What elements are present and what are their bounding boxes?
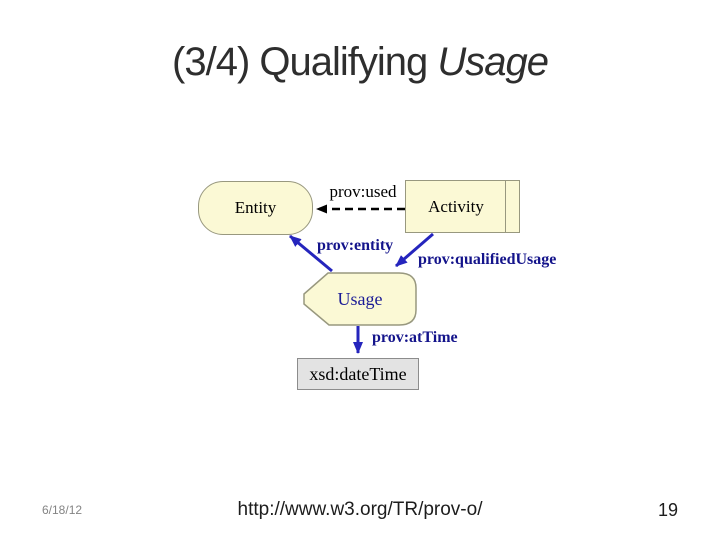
node-activity: Activity bbox=[405, 180, 520, 233]
edge-entity-arrow bbox=[289, 234, 333, 273]
node-usage-shape bbox=[303, 272, 417, 326]
title-emphasis: Usage bbox=[437, 40, 549, 84]
slide-title: (3/4) Qualifying Usage bbox=[0, 40, 720, 85]
edge-qualified-usage-label: prov:qualifiedUsage bbox=[418, 251, 557, 268]
node-usage-label: Usage bbox=[337, 288, 383, 309]
edge-used-label: prov:used bbox=[329, 182, 397, 201]
diagram-arrows bbox=[289, 204, 434, 354]
footer-date: 6/18/12 bbox=[42, 503, 83, 517]
node-activity-label: Activity bbox=[428, 196, 484, 216]
footer-url: http://www.w3.org/TR/prov-o/ bbox=[237, 499, 483, 520]
activity-side-bar bbox=[505, 181, 506, 232]
edge-entity-label: prov:entity bbox=[317, 237, 394, 254]
usage-shape-path bbox=[303, 272, 417, 326]
footer-page-number: 19 bbox=[657, 500, 678, 520]
node-entity-label: Entity bbox=[234, 198, 277, 217]
edge-qualified-usage-arrow bbox=[395, 232, 434, 268]
edge-at-time-label: prov:atTime bbox=[372, 329, 458, 346]
node-datetime: xsd:dateTime bbox=[297, 358, 419, 390]
node-datetime-label: xsd:dateTime bbox=[309, 363, 407, 384]
prov-usage-diagram: Entity Activity Usage xsd:dateTime bbox=[190, 168, 570, 398]
title-prefix: (3/4) Qualifying bbox=[172, 40, 438, 84]
node-entity: Entity bbox=[198, 181, 313, 235]
